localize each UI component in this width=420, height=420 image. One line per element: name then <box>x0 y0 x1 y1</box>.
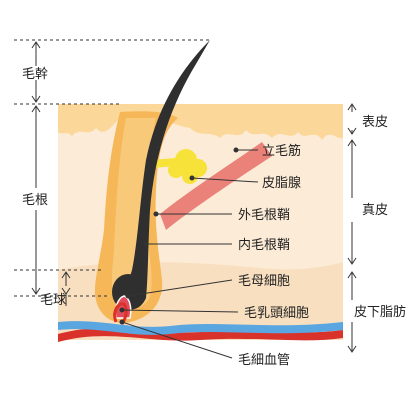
label-epidermis: 表皮 <box>362 115 388 130</box>
label-hair-bulb: 毛球 <box>40 293 66 308</box>
label-capillary: 毛細血管 <box>238 353 290 368</box>
label-outer-root-sheath: 外毛根鞘 <box>238 208 290 223</box>
label-hair-root: 毛根 <box>22 193 48 208</box>
label-arrector-pili: 立毛筋 <box>262 143 301 159</box>
label-subcutaneous: 皮下脂肪 <box>354 304 406 320</box>
arrector-pili-muscle <box>160 142 272 230</box>
label-hair-shaft: 毛幹 <box>22 66 48 82</box>
label-sebaceous-gland: 皮脂腺 <box>262 176 301 191</box>
right-brackets <box>347 103 357 353</box>
vein <box>58 321 343 335</box>
label-hair-matrix: 毛母細胞 <box>238 274 290 289</box>
left-guides <box>14 39 210 297</box>
label-dermal-papilla: 毛乳頭細胞 <box>244 306 309 321</box>
label-inner-root-sheath: 内毛根鞘 <box>238 237 290 253</box>
left-brackets <box>31 41 71 306</box>
hair-strand <box>118 40 210 310</box>
leader-lines <box>119 147 259 359</box>
capillary-loop <box>113 302 128 325</box>
label-dermis: 真皮 <box>362 203 388 218</box>
